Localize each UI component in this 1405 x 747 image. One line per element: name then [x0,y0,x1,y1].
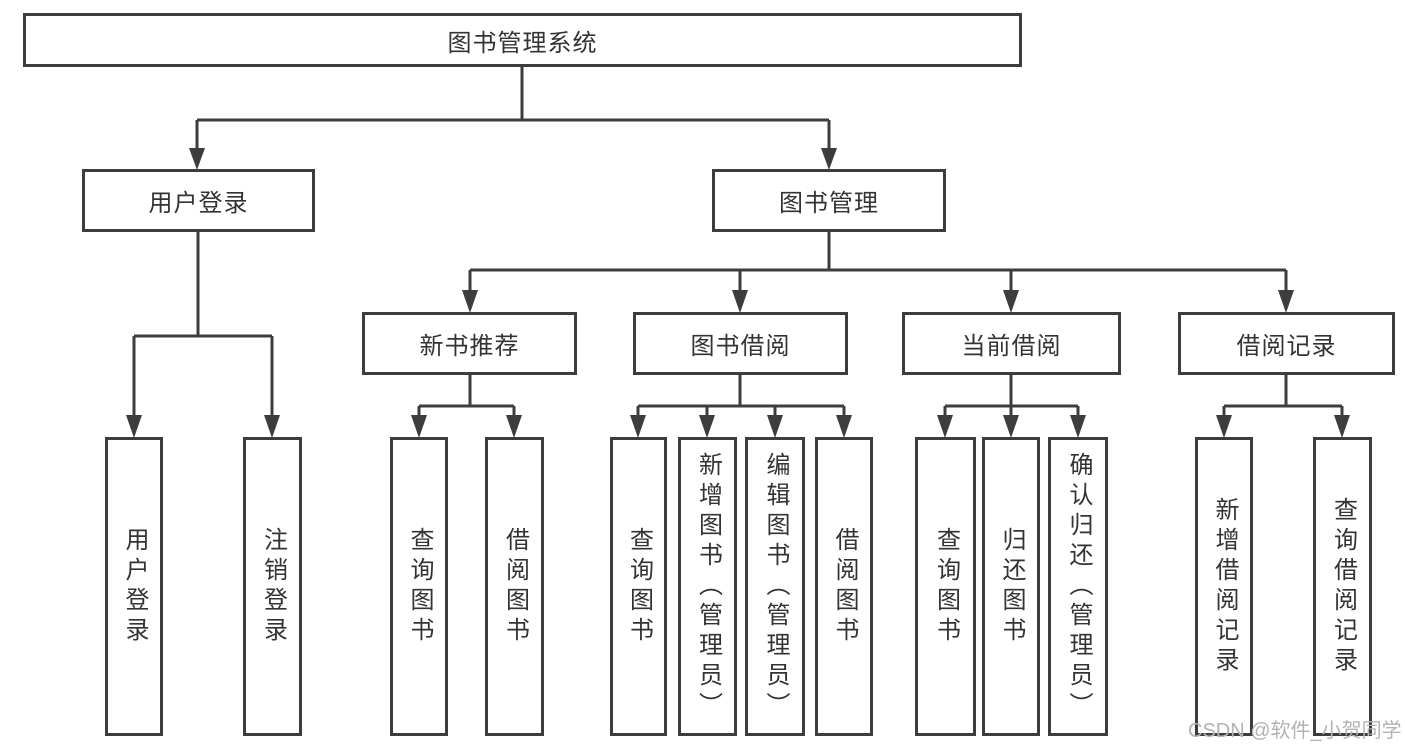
leaf-recommend-query-books-label: 查询图书 [406,526,433,647]
node-current-borrowing: 当前借阅 [902,312,1121,375]
leaf-recommend-borrow-books: 借阅图书 [485,437,544,736]
leaf-recommend-query-books: 查询图书 [390,437,448,736]
node-library-management-system: 图书管理系统 [23,13,1022,67]
node-book-management: 图书管理 [712,169,946,232]
node-user-login-label: 用户登录 [148,190,249,217]
leaf-current-query-books: 查询图书 [915,437,976,736]
node-book-borrowing: 图书借阅 [633,312,848,375]
leaf-borrowing-borrow-books: 借阅图书 [815,437,873,736]
leaf-borrowing-edit-books-admin: 编辑图书（管理员） [745,437,805,736]
leaf-borrowing-add-books-admin-label: 新增图书（管理员） [694,451,722,722]
node-new-book-recommendation: 新书推荐 [362,312,577,375]
leaf-records-query-borrow-record-label: 查询借阅记录 [1329,496,1357,677]
node-library-management-system-label: 图书管理系统 [447,29,598,57]
node-current-borrowing-label: 当前借阅 [961,333,1062,360]
node-book-borrowing-label: 图书借阅 [690,333,791,360]
leaf-borrowing-query-books: 查询图书 [610,437,667,736]
leaf-records-query-borrow-record: 查询借阅记录 [1313,437,1372,736]
leaf-records-add-borrow-record: 新增借阅记录 [1195,437,1253,736]
leaf-current-confirm-return-admin: 确认归还（管理员） [1048,437,1108,736]
leaf-current-confirm-return-admin-label: 确认归还（管理员） [1065,451,1092,722]
leaf-records-add-borrow-record-label: 新增借阅记录 [1211,496,1238,677]
node-borrowing-records: 借阅记录 [1178,312,1395,375]
leaf-logout-label: 注销登录 [259,526,287,647]
leaf-current-query-books-label: 查询图书 [932,526,960,647]
node-borrowing-records-label: 借阅记录 [1236,333,1337,360]
leaf-borrowing-borrow-books-label: 借阅图书 [831,526,858,647]
leaf-recommend-borrow-books-label: 借阅图书 [501,526,529,647]
leaf-logout: 注销登录 [243,437,302,736]
node-book-management-label: 图书管理 [779,190,879,217]
leaf-borrowing-edit-books-admin-label: 编辑图书（管理员） [762,451,789,722]
csdn-watermark: CSDN @软件_小贺同学 [1188,720,1402,742]
node-new-book-recommendation-label: 新书推荐 [419,333,520,360]
node-user-login: 用户登录 [82,169,315,232]
leaf-user-login: 用户登录 [105,437,163,736]
leaf-borrowing-add-books-admin: 新增图书（管理员） [678,437,737,736]
leaf-user-login-label: 用户登录 [121,526,148,647]
leaf-current-return-books: 归还图书 [982,437,1040,736]
leaf-current-return-books-label: 归还图书 [998,526,1025,647]
leaf-borrowing-query-books-label: 查询图书 [625,526,653,647]
